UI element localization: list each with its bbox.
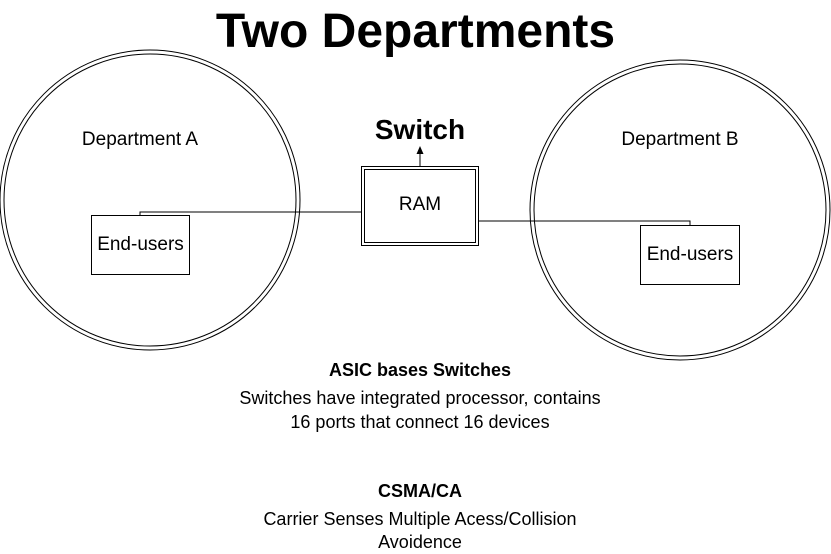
department-b-circle <box>529 59 831 361</box>
department-a-label: Department A <box>81 129 199 150</box>
asic-line-1: Switches have integrated processor, cont… <box>239 388 601 408</box>
department-b-label: Department B <box>621 129 739 150</box>
arrow-up-icon <box>416 146 424 166</box>
end-users-box-b <box>640 225 740 285</box>
csma-heading: CSMA/CA <box>378 481 462 501</box>
department-a-circle <box>0 49 301 351</box>
ram-label: RAM <box>398 194 442 215</box>
asic-heading: ASIC bases Switches <box>328 360 512 380</box>
csma-line-2: Avoidence <box>378 532 462 552</box>
asic-line-2: 16 ports that connect 16 devices <box>290 412 550 432</box>
end-users-a-label: End-users <box>97 234 184 255</box>
end-users-box-a <box>91 215 190 275</box>
page-title: Two Departments <box>215 5 616 58</box>
switch-label: Switch <box>374 114 466 145</box>
switch-box <box>361 166 479 246</box>
end-users-b-label: End-users <box>646 244 734 265</box>
csma-line-1: Carrier Senses Multiple Acess/Collision <box>263 509 577 529</box>
